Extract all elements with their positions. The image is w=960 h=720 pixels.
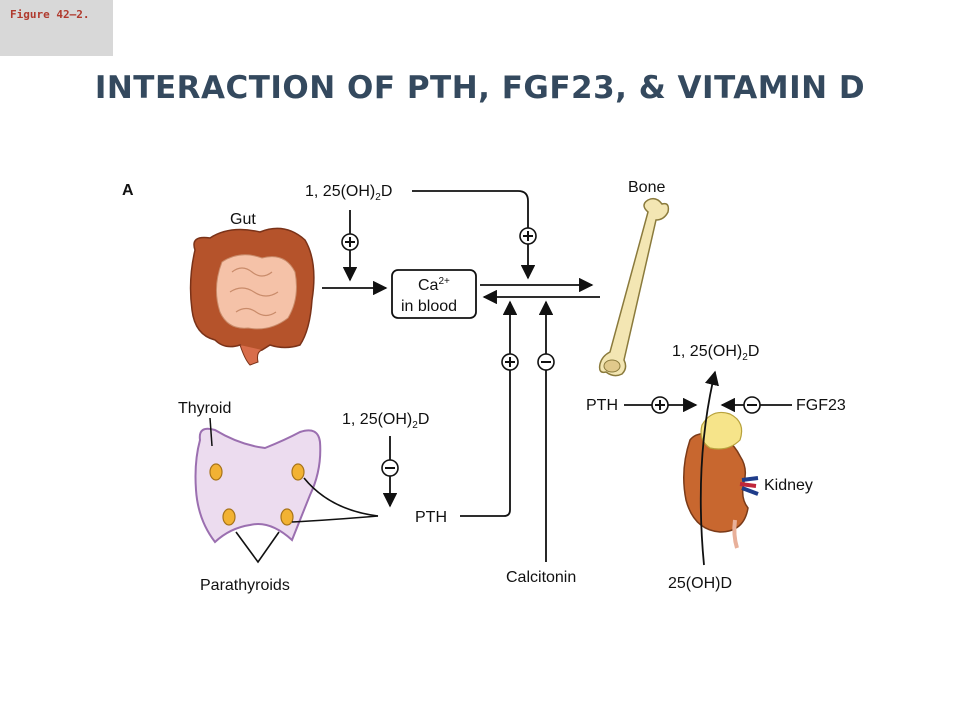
fgf23-kidney-minus-icon — [743, 396, 761, 414]
calcitonin-minus-icon — [537, 353, 555, 371]
vitd-pth-minus-icon — [381, 459, 399, 477]
gut-label: Gut — [230, 211, 256, 228]
parathyroid-to-pth-curve-lower — [291, 515, 379, 523]
thyroid-illustration — [194, 427, 322, 544]
vitd-to-bone-arrow — [412, 190, 536, 280]
ca-box-label: Ca2+ — [418, 276, 450, 294]
vitd-bone-plus-icon — [519, 227, 537, 245]
inactive-vitd-label: 25(OH)D — [668, 575, 732, 592]
kidney-label: Kidney — [764, 477, 813, 494]
figure-tag: Figure 42–2. — [0, 0, 113, 56]
vitd-label-middle: 1, 25(OH)2D — [342, 411, 429, 431]
vitd-label-top: 1, 25(OH)2D — [305, 183, 392, 203]
vitd-gut-plus-icon — [341, 233, 359, 251]
ca-box-sublabel: in blood — [401, 298, 457, 315]
pth-kidney-plus-icon — [651, 396, 669, 414]
parathyroid-gland-icon — [222, 508, 236, 526]
calcitonin-label: Calcitonin — [506, 569, 576, 586]
parathyroid-to-pth-curve — [303, 477, 379, 517]
pth-center-label: PTH — [415, 509, 447, 526]
figure-tag-label: Figure 42–2. — [10, 8, 90, 21]
kidney-conversion-arrow — [699, 370, 719, 566]
parathyroid-gland-icon — [209, 463, 223, 481]
bone-illustration — [598, 197, 670, 377]
page-title: INTERACTION OF PTH, FGF23, & VITAMIN D — [94, 70, 866, 106]
ca-blood-box — [391, 269, 477, 319]
gut-illustration — [189, 227, 315, 366]
vitd-label-right: 1, 25(OH)2D — [672, 343, 759, 363]
bone-label: Bone — [628, 179, 665, 196]
parathyroids-label: Parathyroids — [200, 577, 290, 594]
parathyroid-pointer-lines — [235, 531, 280, 564]
kidney-illustration — [683, 411, 759, 549]
parathyroid-gland-icon — [291, 463, 305, 481]
pth-to-blood-arrow — [460, 300, 518, 517]
thyroid-pointer-line — [209, 417, 213, 447]
parathyroid-gland-icon — [280, 508, 294, 526]
pth-right-label: PTH — [586, 397, 618, 414]
panel-label: A — [122, 182, 134, 199]
thyroid-label: Thyroid — [178, 400, 231, 417]
pth-blood-plus-icon — [501, 353, 519, 371]
fgf23-label: FGF23 — [796, 397, 846, 414]
